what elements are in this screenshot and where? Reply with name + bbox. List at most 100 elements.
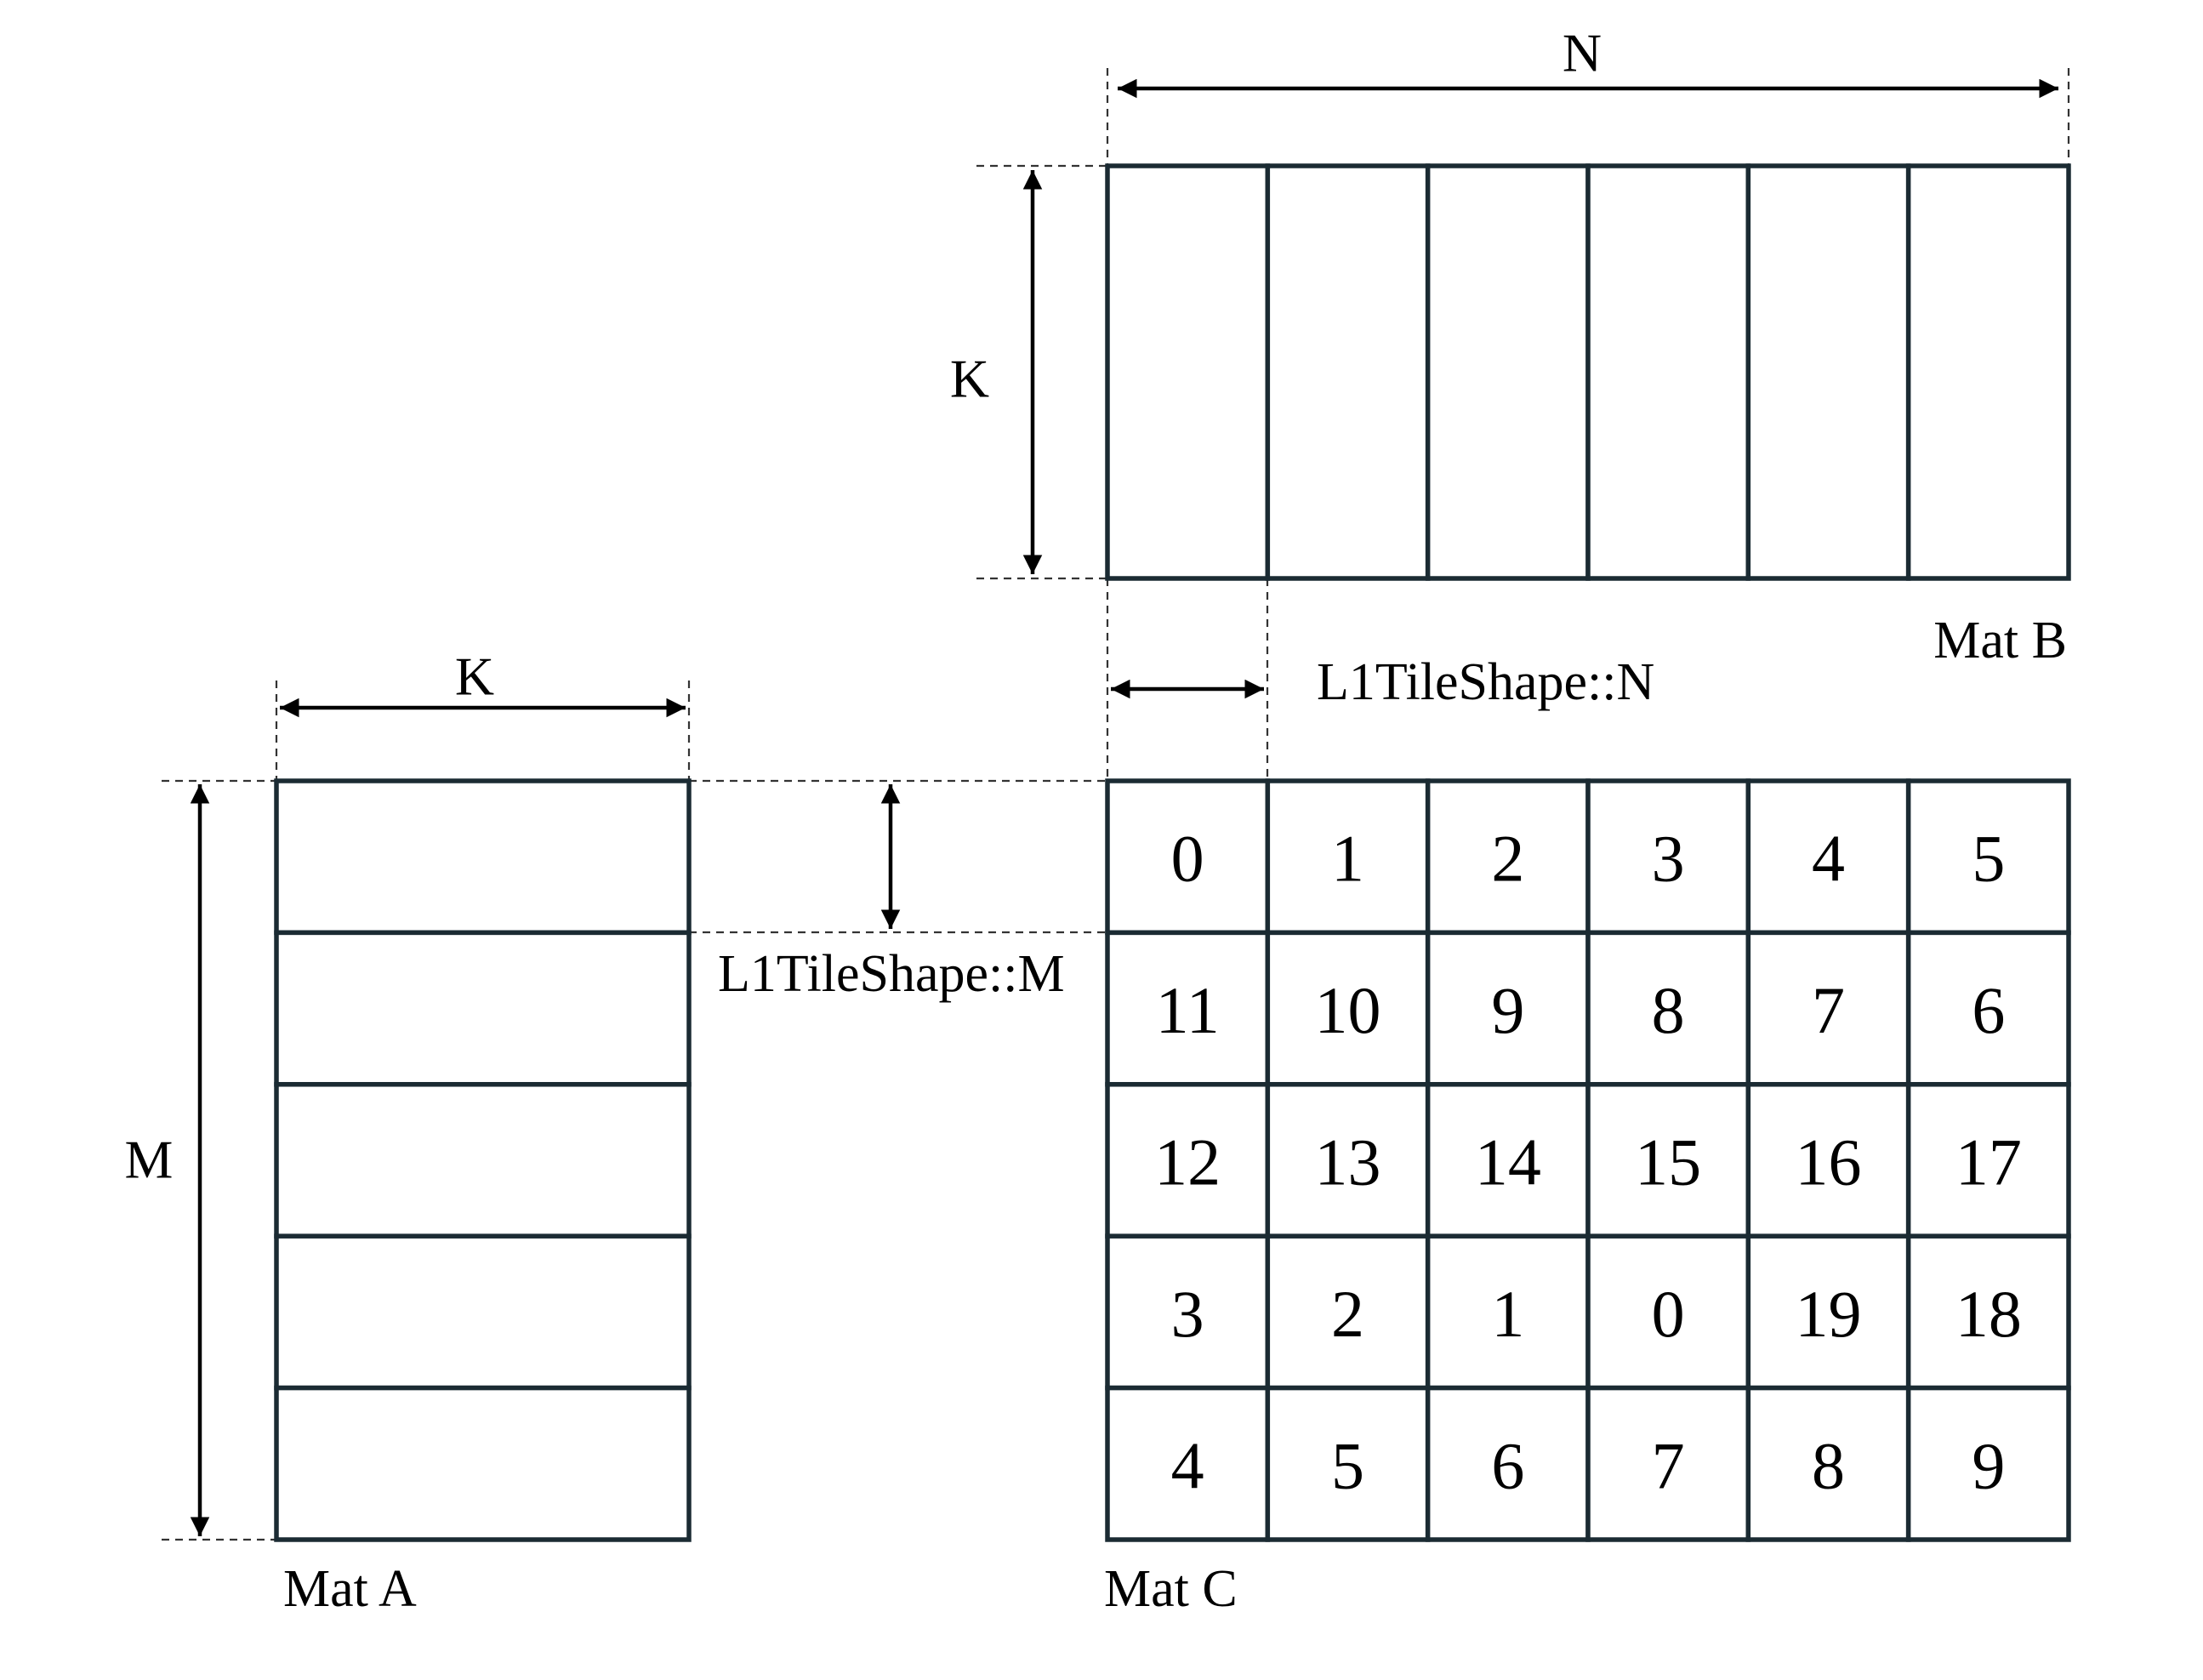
mat-c-cell: 1 xyxy=(1425,1233,1591,1391)
mat-c-cell: 7 xyxy=(1745,930,1911,1087)
mat-c-cell: 6 xyxy=(1425,1385,1591,1542)
mat-c-cell-box xyxy=(1745,930,1911,1087)
mat-c-block-index: 6 xyxy=(1972,973,2005,1047)
mat-c-block-index: 2 xyxy=(1491,822,1524,896)
mat-c-cell: 9 xyxy=(1905,1385,2071,1542)
mat-b-tile xyxy=(1105,163,1271,581)
mat-c-block-index: 11 xyxy=(1156,973,1220,1047)
mat-a-tile xyxy=(274,778,692,936)
mat-c-cell: 11 xyxy=(1105,930,1271,1087)
labels: N K Mat B L1TileShape::N K M L1TileShape… xyxy=(125,23,2067,1619)
mat-c-block-index: 9 xyxy=(1972,1428,2005,1502)
mat-c-cell: 13 xyxy=(1265,1082,1431,1239)
mat-c-block-index: 4 xyxy=(1171,1428,1204,1502)
mat-c-cell-box xyxy=(1745,1385,1911,1542)
mat-c-cell: 3 xyxy=(1105,1233,1271,1391)
n-label: N xyxy=(1563,23,1602,83)
mat-b-tile xyxy=(1905,163,2071,581)
mat-c-block-index: 2 xyxy=(1331,1277,1364,1351)
mat-c-block-index: 17 xyxy=(1955,1125,2022,1199)
k-label-b: K xyxy=(950,349,989,409)
mat-c-cell: 15 xyxy=(1585,1082,1751,1239)
mat-c-cell: 4 xyxy=(1745,778,1911,936)
mat-c-cell-box xyxy=(1265,1385,1431,1542)
mat-c-cell-box xyxy=(1105,1233,1271,1391)
mat-c-block-index: 7 xyxy=(1652,1428,1685,1502)
mat-c-cell: 0 xyxy=(1105,778,1271,936)
mat-c-block-index: 5 xyxy=(1972,822,2005,896)
mat-c-cell-box xyxy=(1745,1233,1911,1391)
mat-a-tile xyxy=(274,1082,692,1239)
mat-c-cell: 3 xyxy=(1585,778,1751,936)
mat-a-tile xyxy=(274,1385,692,1542)
mat-a-tile xyxy=(274,930,692,1087)
mat-c-block-index: 8 xyxy=(1812,1428,1845,1502)
mat-c-cell: 14 xyxy=(1425,1082,1591,1239)
mat-c-cell: 7 xyxy=(1585,1385,1751,1542)
mat-b-label: Mat B xyxy=(1933,612,2067,669)
mat-c-block-index: 13 xyxy=(1315,1125,1381,1199)
mat-a-grid xyxy=(274,778,692,1542)
mat-c-block-index: 3 xyxy=(1171,1277,1204,1351)
mat-c-cell-box xyxy=(1265,1082,1431,1239)
mat-c-block-index: 3 xyxy=(1652,822,1685,896)
mat-c-cell: 17 xyxy=(1905,1082,2071,1239)
mat-c-block-index: 18 xyxy=(1955,1277,2022,1351)
mat-c-cell-box xyxy=(1905,1385,2071,1542)
mat-b-tile xyxy=(1265,163,1431,581)
tile-m-label: L1TileShape::M xyxy=(718,945,1065,1003)
mat-c-block-index: 12 xyxy=(1154,1125,1221,1199)
mat-a-label: Mat A xyxy=(283,1560,417,1618)
mat-c-cell: 1 xyxy=(1265,778,1431,936)
mat-b-tile xyxy=(1425,163,1591,581)
mat-c-cell: 4 xyxy=(1105,1385,1271,1542)
mat-c-cell: 19 xyxy=(1745,1233,1911,1391)
mat-c-block-index: 5 xyxy=(1331,1428,1364,1502)
guide-lines xyxy=(162,68,2070,1541)
mat-c-cell: 5 xyxy=(1265,1385,1431,1542)
mat-c-block-index: 0 xyxy=(1652,1277,1685,1351)
mat-c-block-index: 9 xyxy=(1491,973,1524,1047)
mat-c-cell: 8 xyxy=(1585,930,1751,1087)
mat-c-cell-box xyxy=(1105,778,1271,936)
mat-c-cell-box xyxy=(1265,930,1431,1087)
mat-c-cell-box xyxy=(1905,1082,2071,1239)
mat-c-block-index: 14 xyxy=(1475,1125,1541,1199)
mat-c-cell: 12 xyxy=(1105,1082,1271,1239)
mat-b-tile xyxy=(1745,163,1911,581)
mat-a-tile xyxy=(274,1233,692,1391)
mat-c-block-index: 1 xyxy=(1331,822,1364,896)
mat-c-cell: 2 xyxy=(1265,1233,1431,1391)
tile-n-label: L1TileShape::N xyxy=(1317,653,1654,711)
mat-c-block-index: 4 xyxy=(1812,822,1845,896)
mat-c-cell-box xyxy=(1585,1385,1751,1542)
mat-c-block-index: 16 xyxy=(1796,1125,1862,1199)
mat-c-block-index: 7 xyxy=(1812,973,1845,1047)
mat-c-cell: 2 xyxy=(1425,778,1591,936)
mat-c-label: Mat C xyxy=(1104,1560,1238,1618)
mat-c-cell-box xyxy=(1105,930,1271,1087)
mat-c-block-index: 10 xyxy=(1315,973,1381,1047)
mat-c-cell-box xyxy=(1105,1385,1271,1542)
mat-c-block-index: 8 xyxy=(1652,973,1685,1047)
mat-c-block-index: 1 xyxy=(1491,1277,1524,1351)
mat-c-cell: 0 xyxy=(1585,1233,1751,1391)
mat-c-cell-box xyxy=(1905,778,2071,936)
mat-b-tile xyxy=(1585,163,1751,581)
mat-c-cell: 16 xyxy=(1745,1082,1911,1239)
mat-c-cell: 10 xyxy=(1265,930,1431,1087)
mat-c-block-index: 19 xyxy=(1796,1277,1862,1351)
mat-c-block-index: 6 xyxy=(1491,1428,1524,1502)
mat-c-block-index: 0 xyxy=(1171,822,1204,896)
mat-c-cell: 18 xyxy=(1905,1233,2071,1391)
mat-c-cell-box xyxy=(1265,1233,1431,1391)
mat-b-grid xyxy=(1105,163,2071,581)
k-label-a: K xyxy=(455,646,494,707)
mat-c-block-index: 15 xyxy=(1635,1125,1701,1199)
m-label: M xyxy=(125,1130,174,1190)
mat-c-cell: 5 xyxy=(1905,778,2071,936)
mat-c-cell-box xyxy=(1745,1082,1911,1239)
mat-c-cell: 6 xyxy=(1905,930,2071,1087)
